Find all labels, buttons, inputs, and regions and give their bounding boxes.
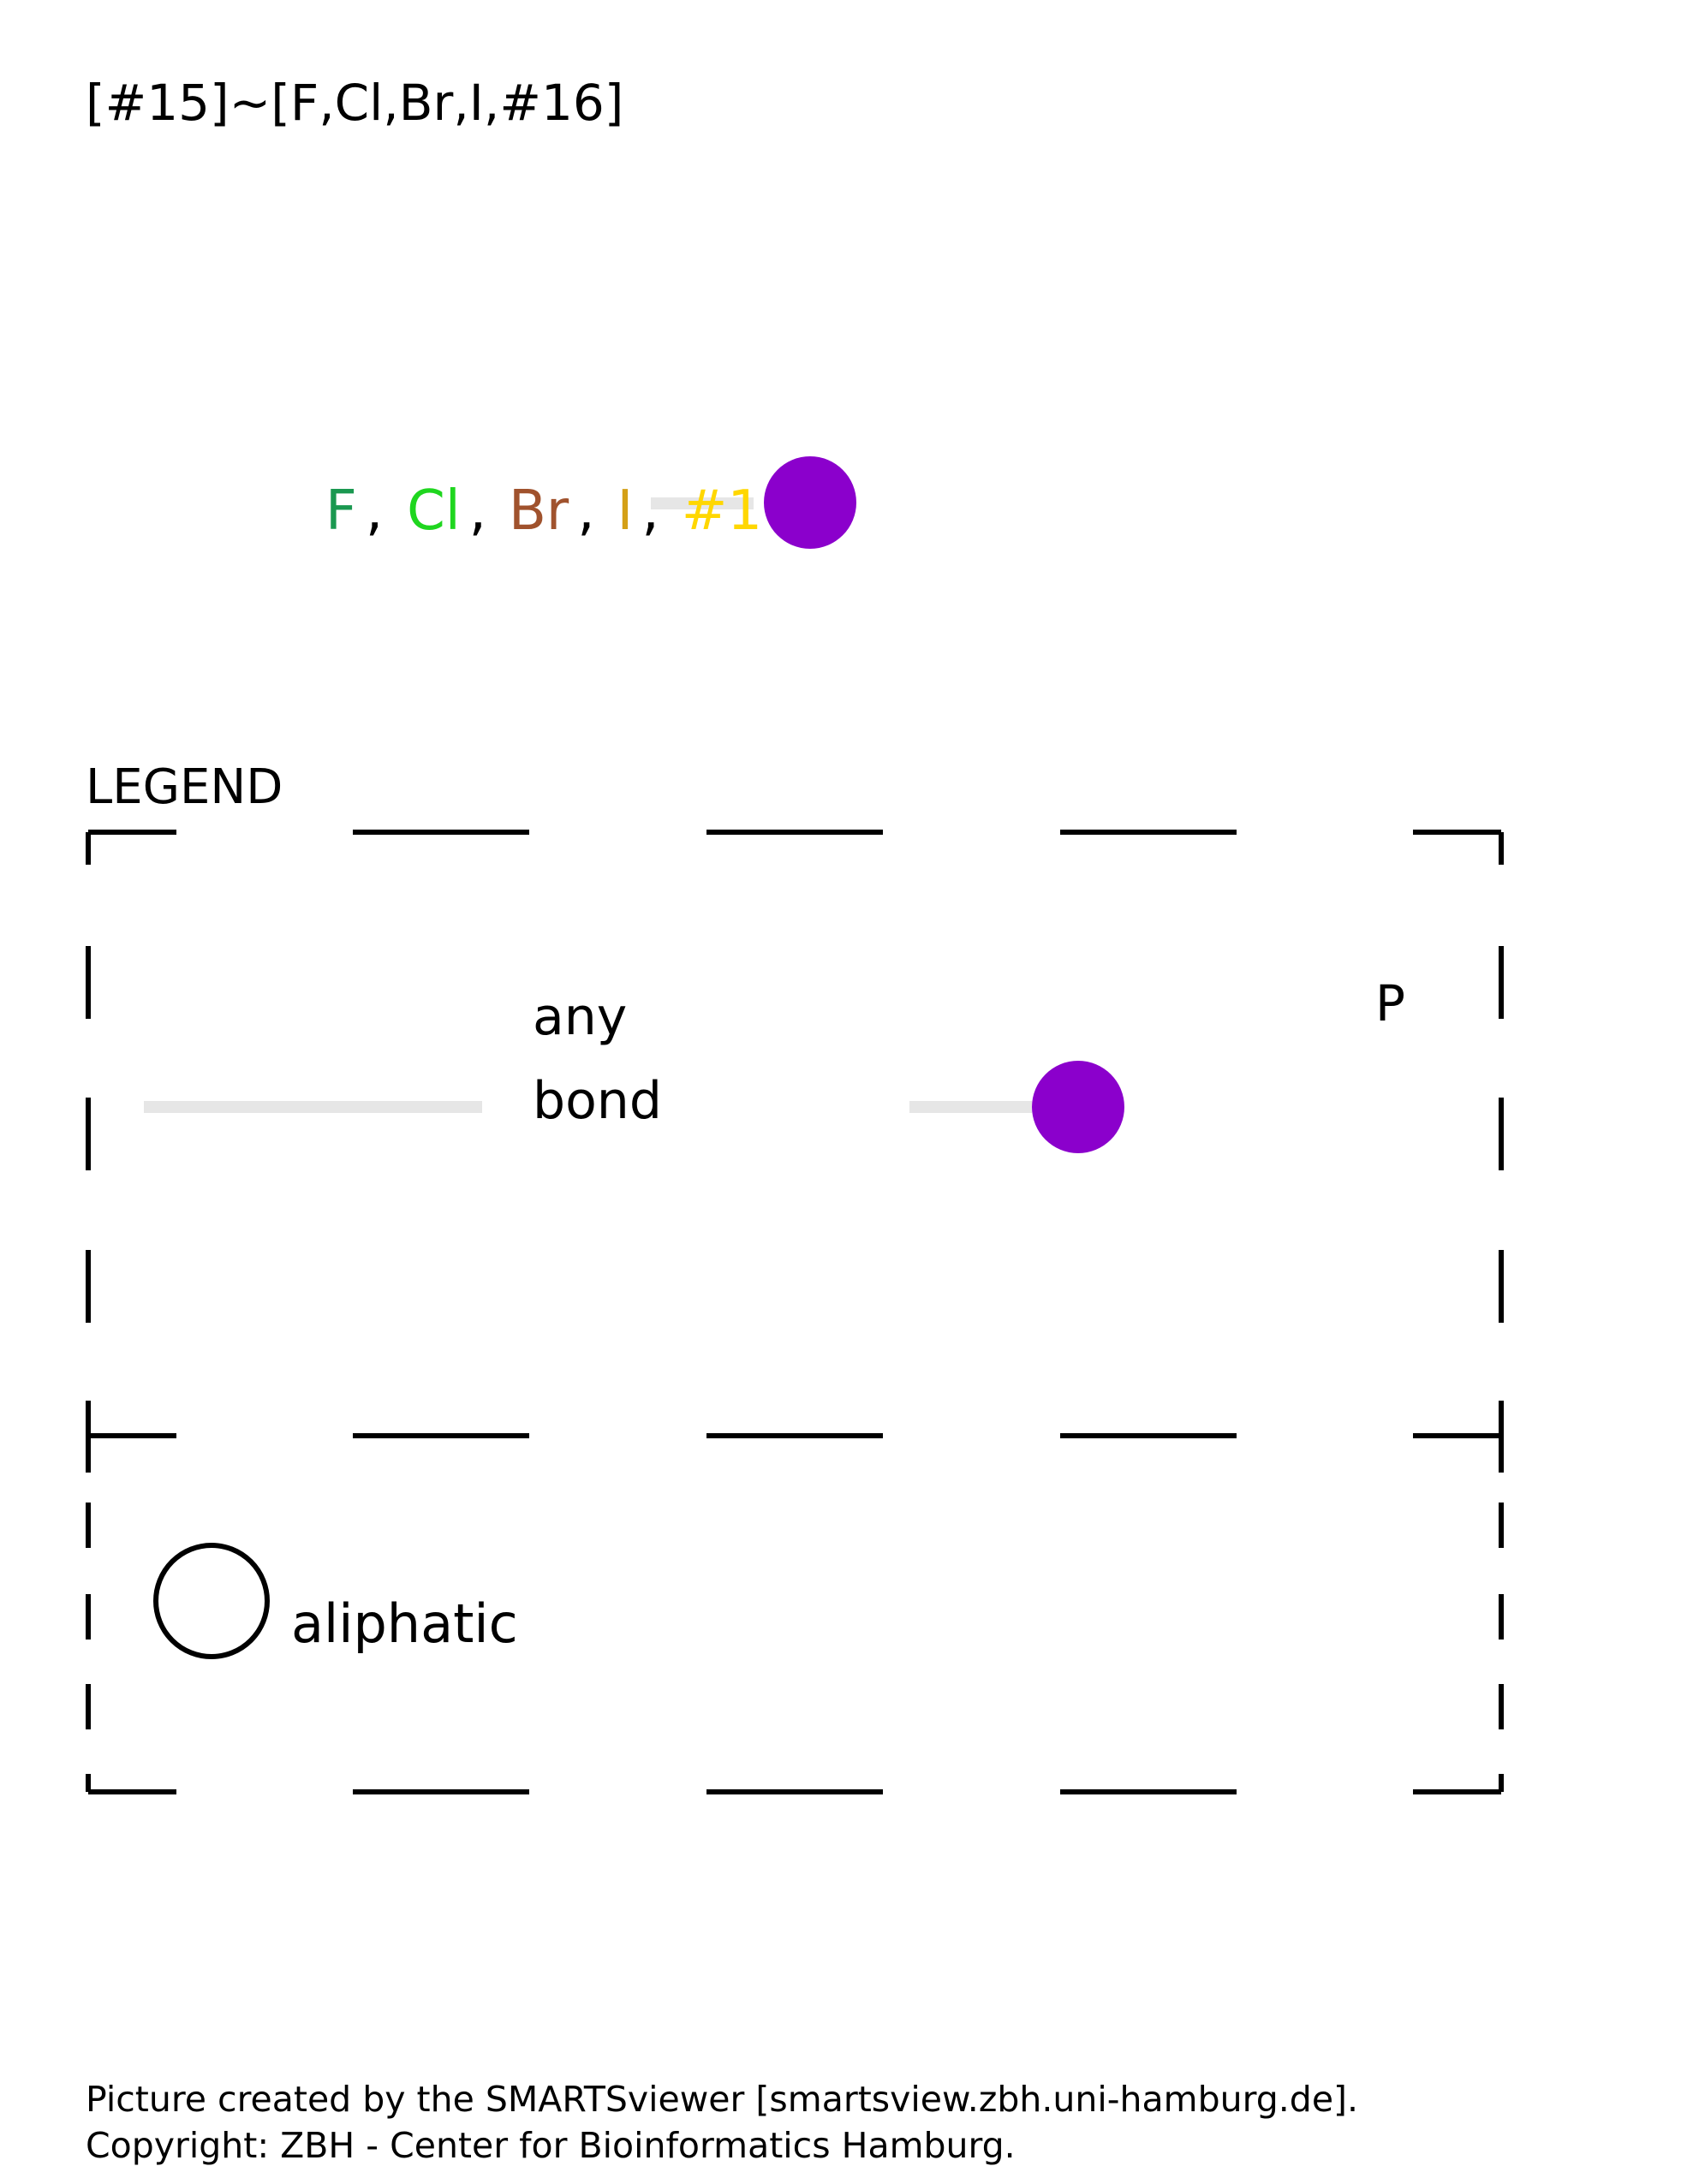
legend-aliphatic-ring-icon (153, 1543, 270, 1659)
atom-list-separator: , (641, 479, 659, 543)
legend-phosphorus-node (1032, 1061, 1124, 1153)
atom-list-separator: , (366, 479, 383, 543)
atom-list-label: F,Cl,Br,I,#16 (325, 479, 797, 543)
legend-box (86, 830, 1504, 1794)
atom-list-item-cl: Cl (407, 479, 460, 543)
atom-list-item-i: I (617, 479, 634, 543)
footer-copyright-line: Copyright: ZBH - Center for Bioinformati… (86, 2125, 1016, 2166)
legend-aliphatic-label: aliphatic (291, 1592, 518, 1655)
legend-p-label: P (1375, 974, 1405, 1032)
atom-list-item-br: Br (509, 479, 569, 543)
legend-any-bond-label-line2: bond (533, 1071, 662, 1131)
atom-list-item-f: F (325, 479, 357, 543)
smarts-pattern-title: [#15]~[F,Cl,Br,I,#16] (86, 74, 623, 132)
phosphorus-atom-node (764, 456, 856, 549)
legend-any-bond-label-line1: any (533, 987, 627, 1047)
molecule-depiction: F,Cl,Br,I,#16 (325, 456, 856, 549)
footer-credit-line: Picture created by the SMARTSviewer [sma… (86, 2079, 1358, 2120)
atom-list-separator: , (469, 479, 486, 543)
legend-title: LEGEND (86, 759, 283, 815)
atom-list-separator: , (577, 479, 594, 543)
